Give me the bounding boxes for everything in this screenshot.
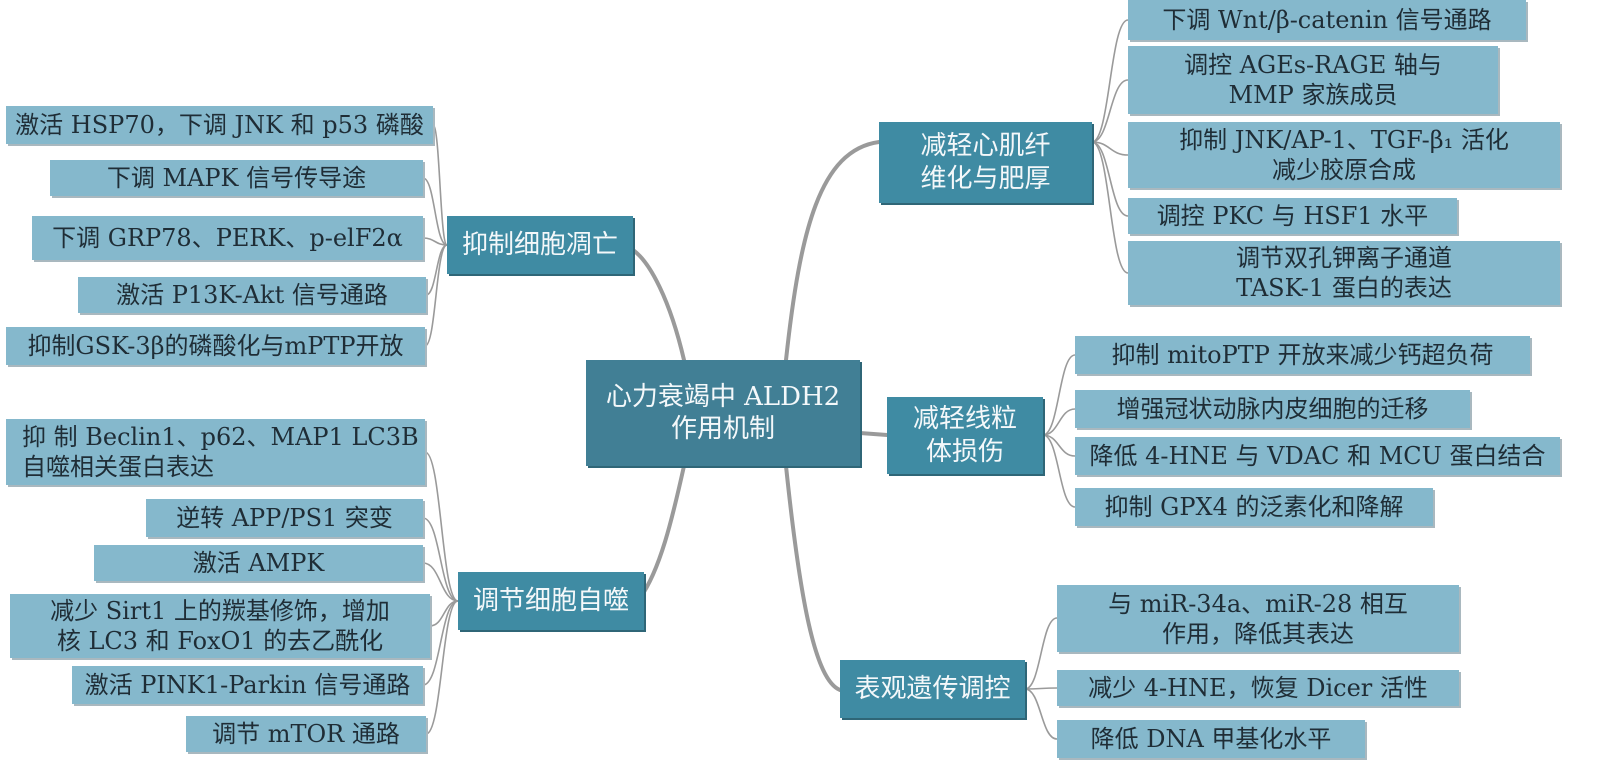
leaf-mitochondria-4-text: 抑制 GPX4 的泛素化和降解 [1104, 493, 1404, 521]
link-epigenetic-leaf-3 [1024, 688, 1058, 740]
leaf-autophagy-1-line-2: 自噬相关蛋白表达 [22, 453, 214, 481]
link-autophagy-leaf-2 [422, 517, 459, 602]
leaf-apoptosis-5: 抑制GSK-3β的磷酸化与mPTP开放 [6, 327, 425, 365]
leaf-autophagy-4: 减少 Sirt1 上的羰基修饰，增加 核 LC3 和 FoxO1 的去乙酰化 [10, 594, 430, 658]
link-mitochondria-leaf-4 [1042, 434, 1076, 508]
leaf-fibrosis-3: 抑制 JNK/AP-1、TGF-β₁ 活化 减少胶原合成 [1128, 122, 1560, 188]
leaf-autophagy-2: 逆转 APP/PS1 突变 [146, 499, 423, 537]
leaf-apoptosis-2-text: 下调 MAPK 信号传导途 [106, 164, 367, 192]
leaf-fibrosis-4: 调控 PKC 与 HSF1 水平 [1128, 198, 1457, 234]
leaf-autophagy-1-line-1: 抑 制 Beclin1、p62、MAP1 LC3B [22, 423, 419, 451]
link-fibrosis-leaf-1 [1091, 19, 1129, 143]
branch-epigenetic: 表观遗传调控 [840, 660, 1025, 718]
branch-epigenetic-label: 表观遗传调控 [854, 673, 1011, 704]
leaf-apoptosis-3-text: 下调 GRP78、PERK、p-elF2α [52, 224, 403, 252]
leaf-apoptosis-1: 激活 HSP70，下调 JNK 和 p53 磷酸 [6, 106, 433, 144]
leaf-autophagy-5: 激活 PINK1-Parkin 信号通路 [72, 666, 423, 704]
link-apoptosis-leaf-1 [432, 124, 448, 246]
link-fibrosis-leaf-4 [1091, 141, 1129, 217]
leaf-apoptosis-2: 下调 MAPK 信号传导途 [50, 160, 423, 196]
leaf-mitochondria-1-text: 抑制 mitoPTP 开放来减少钙超负荷 [1111, 341, 1494, 369]
leaf-fibrosis-2: 调控 AGEs-RAGE 轴与 MMP 家族成员 [1128, 46, 1498, 114]
leaf-autophagy-6: 调节 mTOR 通路 [186, 716, 426, 752]
link-autophagy-leaf-5 [422, 600, 459, 686]
leaf-autophagy-1: 抑 制 Beclin1、p62、MAP1 LC3B 自噬相关蛋白表达 [6, 419, 425, 485]
link-autophagy-leaf-6 [425, 600, 459, 735]
link-apoptosis-leaf-2 [422, 177, 448, 246]
link-center-autophagy [638, 464, 686, 600]
branch-autophagy-label: 调节细胞自噬 [472, 585, 629, 616]
link-autophagy-leaf-3 [422, 562, 459, 602]
center-line-2: 作用机制 [670, 414, 775, 444]
leaf-mitochondria-2-text: 增强冠状动脉内皮细胞的迁移 [1116, 395, 1429, 423]
branch-mitochondria-line-2: 体损伤 [925, 436, 1004, 467]
leaf-mitochondria-3-text: 降低 4-HNE 与 VDAC 和 MCU 蛋白结合 [1089, 442, 1546, 470]
leaf-fibrosis-4-text: 调控 PKC 与 HSF1 水平 [1156, 202, 1429, 230]
branch-apoptosis: 抑制细胞凋亡 [447, 216, 633, 274]
leaf-epigenetic-2: 减少 4-HNE，恢复 Dicer 活性 [1057, 670, 1459, 706]
leaf-epigenetic-2-text: 减少 4-HNE，恢复 Dicer 活性 [1088, 674, 1428, 702]
link-center-apoptosis [631, 248, 686, 362]
leaf-fibrosis-5: 调节双孔钾离子通道 TASK-1 蛋白的表达 [1128, 241, 1560, 305]
leaf-apoptosis-3: 下调 GRP78、PERK、p-elF2α [32, 216, 423, 260]
leaf-autophagy-2-text: 逆转 APP/PS1 突变 [176, 504, 393, 532]
leaf-epigenetic-1: 与 miR-34a、miR-28 相互 作用，降低其表达 [1057, 585, 1459, 652]
leaf-fibrosis-5-line-1: 调节双孔钾离子通道 [1236, 244, 1452, 272]
leaf-fibrosis-2-line-2: MMP 家族成员 [1228, 81, 1398, 109]
link-apoptosis-leaf-5 [424, 244, 448, 347]
leaf-fibrosis-3-line-1: 抑制 JNK/AP-1、TGF-β₁ 活化 [1179, 126, 1509, 154]
leaf-autophagy-3-text: 激活 AMPK [192, 549, 325, 577]
link-center-mitochondria [858, 431, 889, 437]
link-epigenetic-leaf-2 [1024, 687, 1058, 690]
link-epigenetic-leaf-1 [1024, 617, 1058, 690]
leaf-autophagy-6-text: 调节 mTOR 通路 [212, 720, 400, 748]
leaf-apoptosis-4: 激活 P13K-Akt 信号通路 [78, 277, 426, 313]
link-center-epigenetic [784, 464, 842, 692]
leaf-mitochondria-1: 抑制 mitoPTP 开放来减少钙超负荷 [1075, 336, 1530, 374]
leaf-autophagy-4-line-1: 减少 Sirt1 上的羰基修饰，增加 [50, 597, 390, 625]
link-fibrosis-leaf-2 [1091, 79, 1129, 143]
leaf-fibrosis-2-line-1: 调控 AGEs-RAGE 轴与 [1184, 51, 1442, 79]
leaf-mitochondria-4: 抑制 GPX4 的泛素化和降解 [1075, 488, 1433, 526]
leaf-fibrosis-5-line-2: TASK-1 蛋白的表达 [1236, 274, 1452, 302]
leaf-epigenetic-1-line-2: 作用，降低其表达 [1162, 619, 1354, 648]
link-autophagy-leaf-1 [424, 451, 459, 602]
branch-fibrosis-line-2: 维化与肥厚 [920, 163, 1051, 194]
leaf-mitochondria-2: 增强冠状动脉内皮细胞的迁移 [1075, 390, 1470, 428]
branch-mitochondria: 减轻线粒 体损伤 [887, 397, 1043, 474]
leaf-fibrosis-3-line-2: 减少胶原合成 [1272, 156, 1416, 184]
link-apoptosis-leaf-3 [422, 237, 448, 246]
center-line-1: 心力衰竭中 ALDH2 [605, 381, 841, 412]
leaf-epigenetic-1-line-1: 与 miR-34a、miR-28 相互 [1108, 589, 1408, 618]
leaf-mitochondria-3: 降低 4-HNE 与 VDAC 和 MCU 蛋白结合 [1075, 437, 1560, 475]
branch-mitochondria-line-1: 减轻线粒 [912, 404, 1017, 434]
branch-autophagy: 调节细胞自噬 [458, 572, 644, 630]
leaf-epigenetic-3: 降低 DNA 甲基化水平 [1057, 720, 1365, 758]
leaf-fibrosis-1-text: 下调 Wnt/β-catenin 信号通路 [1162, 6, 1492, 34]
leaf-fibrosis-1: 下调 Wnt/β-catenin 信号通路 [1128, 0, 1526, 40]
link-mitochondria-leaf-2 [1042, 408, 1076, 436]
leaf-epigenetic-3-text: 降低 DNA 甲基化水平 [1090, 725, 1332, 753]
branch-apoptosis-label: 抑制细胞凋亡 [461, 229, 618, 260]
leaf-apoptosis-4-text: 激活 P13K-Akt 信号通路 [116, 281, 388, 309]
branch-fibrosis-line-1: 减轻心肌纤 [920, 131, 1051, 161]
branch-fibrosis: 减轻心肌纤 维化与肥厚 [879, 122, 1092, 203]
link-fibrosis-leaf-3 [1091, 141, 1129, 156]
leaf-autophagy-5-text: 激活 PINK1-Parkin 信号通路 [84, 671, 411, 699]
link-center-fibrosis [784, 140, 881, 362]
leaf-apoptosis-1-text: 激活 HSP70，下调 JNK 和 p53 磷酸 [15, 111, 424, 139]
center-node: 心力衰竭中 ALDH2 作用机制 [586, 360, 860, 466]
leaf-autophagy-3: 激活 AMPK [94, 545, 423, 581]
link-mitochondria-leaf-1 [1042, 354, 1076, 436]
leaf-apoptosis-5-text: 抑制GSK-3β的磷酸化与mPTP开放 [27, 332, 404, 360]
link-fibrosis-leaf-5 [1091, 141, 1129, 274]
leaf-autophagy-4-line-2: 核 LC3 和 FoxO1 的去乙酰化 [56, 627, 384, 655]
